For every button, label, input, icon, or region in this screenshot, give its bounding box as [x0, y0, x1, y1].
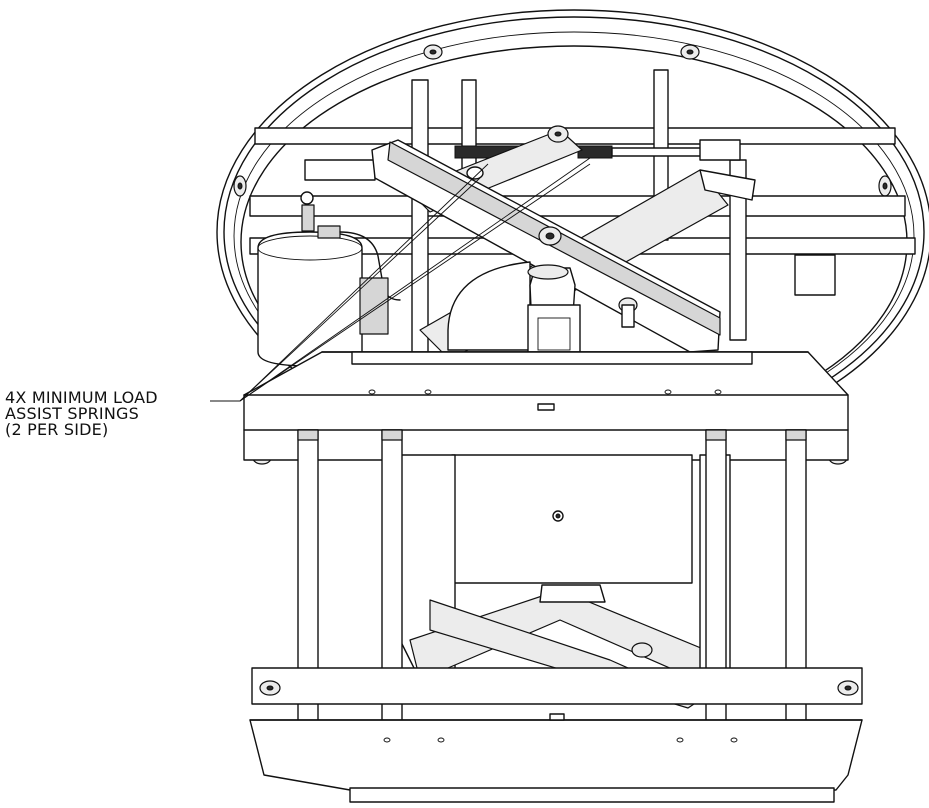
frame-rails: [249, 69, 916, 361]
air-tank: [257, 191, 401, 367]
spring-callout-label: 4X MINIMUM LOAD ASSIST SPRINGS (2 PER SI…: [5, 390, 158, 438]
guide-posts: [297, 429, 807, 731]
callout-line-1: 4X MINIMUM LOAD: [5, 388, 158, 407]
top-platform: [243, 351, 849, 461]
callout-leaders: [210, 157, 591, 402]
base-frame: [249, 667, 863, 803]
callout-line-3: (2 PER SIDE): [5, 420, 109, 439]
callout-line-2: ASSIST SPRINGS: [5, 404, 139, 423]
